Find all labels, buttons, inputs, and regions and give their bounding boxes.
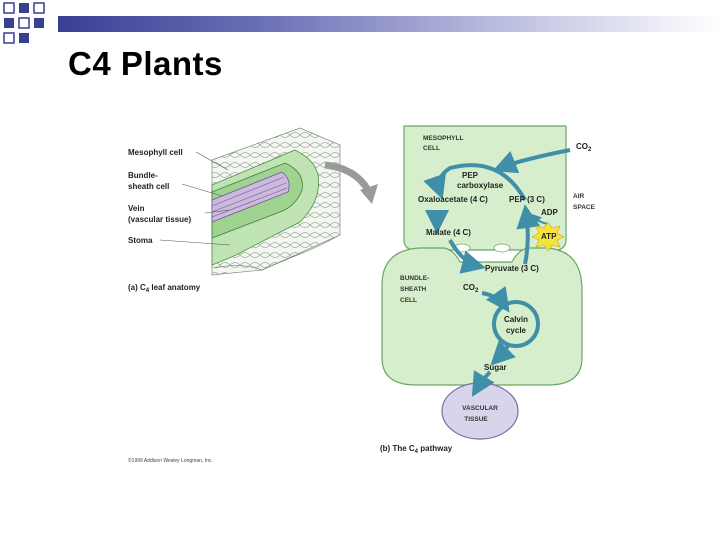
label-vein: Vein xyxy=(128,204,145,213)
label-pep-carboxylase: PEP xyxy=(462,171,479,180)
label-bundle-sheath: Bundle- xyxy=(128,171,158,180)
co2-entry-arrow xyxy=(492,148,571,174)
label-atp: ATP xyxy=(541,232,557,241)
label-air-space: AIR xyxy=(573,193,585,200)
c4-pathway-panel: MESOPHYLL CELL CO2 PEP carboxylase Oxalo… xyxy=(380,125,596,455)
label-sugar: Sugar xyxy=(484,363,507,372)
slide-title: C4 Plants xyxy=(68,45,223,82)
label-co2-released: CO2 xyxy=(463,283,479,294)
label-calvin-cycle: Calvin xyxy=(504,315,528,324)
title-bar xyxy=(58,16,720,32)
corner-square xyxy=(3,2,15,14)
label-pep-carboxylase-2: carboxylase xyxy=(457,181,504,190)
adp-atp-arrow xyxy=(529,213,549,226)
corner-square xyxy=(19,33,29,43)
leaf-anatomy-panel: Mesophyll cell Bundle- sheath cell Vein … xyxy=(128,127,378,294)
label-co2-input: CO2 xyxy=(576,142,592,153)
sugar-to-vascular-arrow xyxy=(471,370,495,397)
label-bundle-sheath-title-3: CELL xyxy=(400,297,417,304)
corner-square xyxy=(3,32,15,44)
calvin-to-sugar-arrow xyxy=(490,340,516,366)
label-bundle-sheath-title: BUNDLE- xyxy=(400,275,429,282)
malate-to-pyruvate-arrow xyxy=(448,239,486,274)
atp-burst xyxy=(531,221,565,252)
label-vascular-tissue-title: VASCULAR xyxy=(462,405,498,412)
label-calvin-cycle-2: cycle xyxy=(506,326,527,335)
label-bundle-sheath-cell: sheath cell xyxy=(128,182,169,191)
copyright-notice: ©1999 Addison Wesley Longman, Inc. xyxy=(128,457,213,464)
label-vascular-tissue: (vascular tissue) xyxy=(128,215,191,224)
pep-carboxylase-arrow xyxy=(423,163,527,201)
label-mesophyll-cell: Mesophyll cell xyxy=(128,148,183,157)
label-mesophyll-cell-title: MESOPHYLL xyxy=(423,135,463,142)
label-pep: PEP (3 C) xyxy=(509,195,545,204)
corner-square xyxy=(19,3,29,13)
corner-square xyxy=(34,18,44,28)
label-malate: Malate (4 C) xyxy=(426,228,471,237)
pathway-caption: (b) The C4 pathway xyxy=(380,444,453,455)
label-pyruvate: Pyruvate (3 C) xyxy=(485,264,539,273)
leaf-anatomy-caption: (a) C4 leaf anatomy xyxy=(128,283,201,294)
label-air-space-2: SPACE xyxy=(573,204,596,211)
calvin-cycle-ring xyxy=(492,300,540,348)
label-adp: ADP xyxy=(541,208,559,217)
corner-square xyxy=(33,2,45,14)
label-mesophyll-cell-title-2: CELL xyxy=(423,145,440,152)
label-bundle-sheath-title-2: SHEATH xyxy=(400,286,427,293)
label-oxaloacetate: Oxaloacetate (4 C) xyxy=(418,195,488,204)
zoom-arrow xyxy=(324,161,372,192)
label-stoma: Stoma xyxy=(128,236,153,245)
bundle-sheath-cell xyxy=(381,247,583,386)
corner-square xyxy=(18,17,30,29)
corner-decoration xyxy=(3,2,45,44)
corner-square xyxy=(4,18,14,28)
label-vascular-tissue-title-2: TISSUE xyxy=(464,416,488,423)
pyruvate-to-pep-arrow xyxy=(516,204,541,265)
